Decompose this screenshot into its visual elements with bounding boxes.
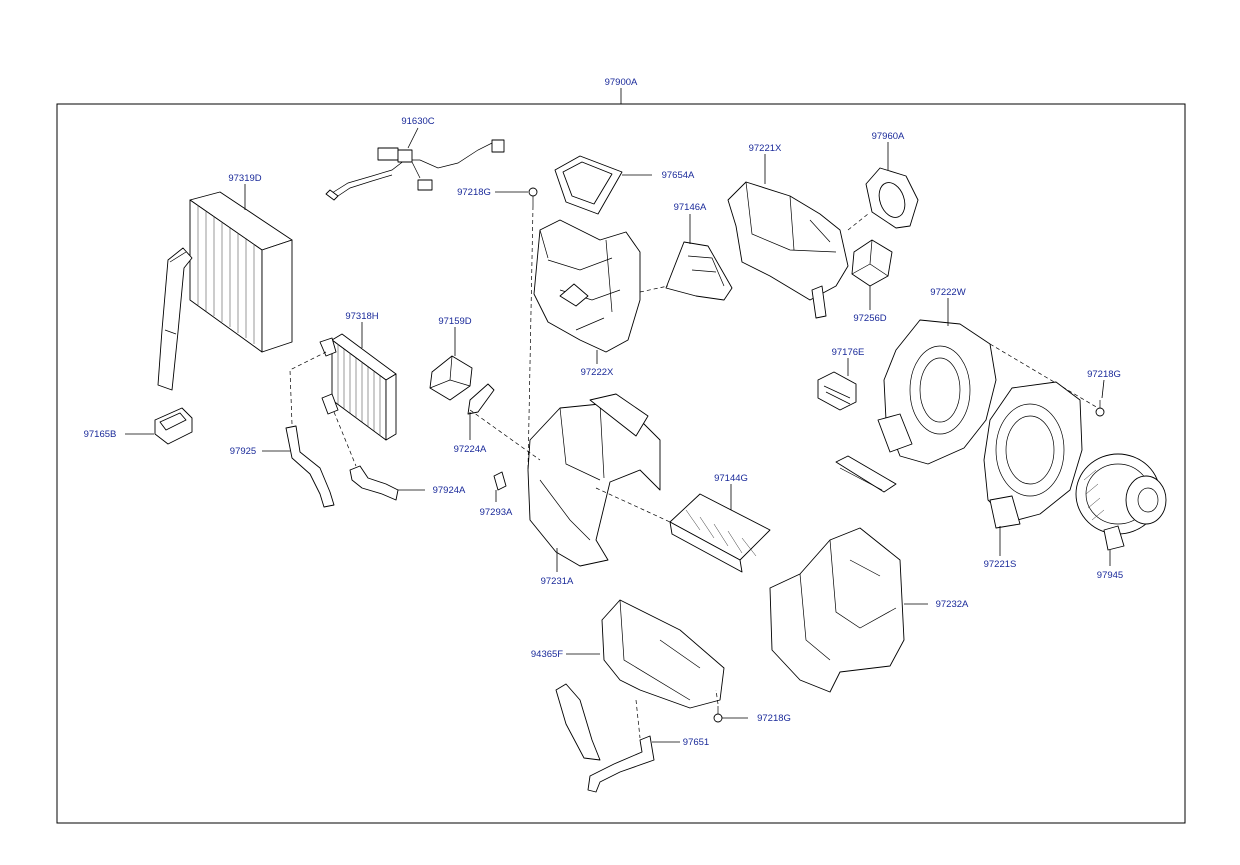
label-97222X[interactable]: 97222X [581,367,614,378]
part-97924A-hose [349,465,399,501]
part-97654A-seal [554,155,623,215]
label-97159D[interactable]: 97159D [438,316,471,327]
label-97165B[interactable]: 97165B [84,429,117,440]
label-97146A[interactable]: 97146A [674,202,707,213]
label-97232A[interactable]: 97232A [936,599,969,610]
part-97144G-filter [669,493,771,573]
label-97318H[interactable]: 97318H [345,311,378,322]
part-91630C-harness [325,139,505,201]
label-97176E[interactable]: 97176E [832,347,865,358]
label-97651[interactable]: 97651 [683,737,709,748]
part-97222W-blower-case [877,319,997,465]
part-97159D-actuator [429,355,473,401]
label-97221S[interactable]: 97221S [984,559,1017,570]
label-97224A[interactable]: 97224A [454,444,487,455]
part-97945-blower-motor [1075,453,1167,551]
part-97319D-evaporator [157,191,293,391]
part-97925-hose [285,425,335,508]
part-94365F-tray [555,599,725,761]
part-97318H-heater-core [319,333,397,441]
leader-91630C [407,127,419,149]
part-97218G-screw-bottom [713,706,723,723]
label-97293A[interactable]: 97293A [480,507,513,518]
assembly-label[interactable]: 97900A [605,77,638,88]
dash-97651 [635,699,641,739]
part-97146A-duct [665,241,733,301]
dash-97924A [333,411,357,467]
part-97232A-case [769,527,905,693]
dash-97146A [639,285,669,293]
part-97221X-case [727,181,849,319]
part-97222X-housing [533,219,641,353]
label-97960A[interactable]: 97960A [872,131,905,142]
part-filter-gasket [835,455,897,493]
part-97221S-blower-case [983,381,1083,529]
label-97654A[interactable]: 97654A [662,170,695,181]
part-97165B-seal [154,407,193,445]
label-97945[interactable]: 97945 [1097,570,1123,581]
label-97218G-right[interactable]: 97218G [1087,369,1121,380]
dash-97218G-bottom [715,689,719,705]
label-94365F[interactable]: 94365F [531,649,563,660]
part-97218G-screw-top [528,187,538,206]
dash-97925 [289,351,327,425]
part-97960A-ring [865,167,919,229]
part-97176E-resistor [817,371,857,411]
label-97221X[interactable]: 97221X [749,143,782,154]
label-97256D[interactable]: 97256D [853,313,886,324]
label-97319D[interactable]: 97319D [228,173,261,184]
part-97651-hose [587,735,655,793]
part-97224A-lever [467,383,495,415]
leader-97218G-right [1101,379,1105,399]
label-97144G[interactable]: 97144G [714,473,748,484]
label-97218G-top[interactable]: 97218G [457,187,491,198]
part-97293A-clip [493,471,507,491]
dash-97231A [469,409,541,461]
part-97218G-screw-right [1095,400,1105,417]
label-91630C[interactable]: 91630C [401,116,434,127]
label-97925[interactable]: 97925 [230,446,256,457]
dash-97960A [847,213,869,231]
part-97231A-case [527,393,661,567]
part-97256D-actuator [851,239,893,287]
label-97231A[interactable]: 97231A [541,576,574,587]
label-97222W[interactable]: 97222W [930,287,965,298]
dash-97218G-top [527,205,534,471]
label-97218G-bottom[interactable]: 97218G [757,713,791,724]
label-97924A[interactable]: 97924A [433,485,466,496]
